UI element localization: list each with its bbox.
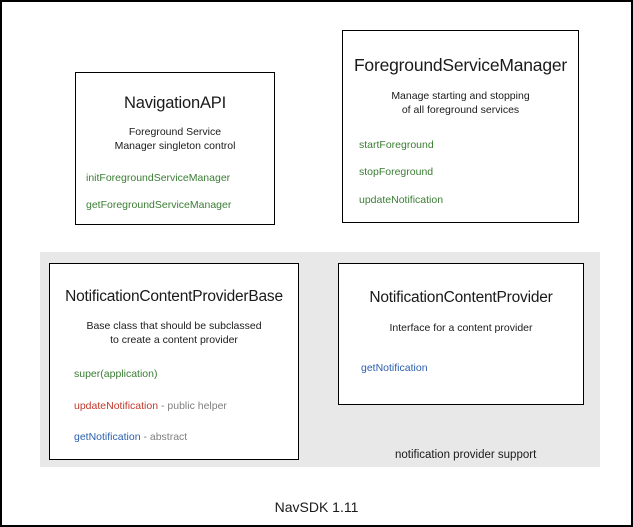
class-desc-line-1: Interface for a content provider — [389, 322, 533, 335]
member-list-notification-content-provider: getNotification — [339, 363, 583, 374]
member-name: getNotification — [74, 431, 141, 444]
class-desc-line-2: Manager singleton control — [114, 140, 236, 153]
class-desc-foreground-service-manager: Manage starting and stopping of all fore… — [343, 89, 578, 117]
member-item: updateNotification - public helper — [74, 401, 298, 412]
diagram-footer-version: NavSDK 1.11 — [274, 499, 359, 515]
member-name: startForeground — [359, 138, 434, 151]
member-item: getNotification — [361, 363, 583, 374]
class-box-notification-content-provider: NotificationContentProvider Interface fo… — [338, 263, 584, 405]
class-desc-navigation-api: Foreground Service Manager singleton con… — [76, 125, 274, 153]
member-list-navigation-api: initForegroundServiceManager getForegrou… — [76, 173, 274, 210]
group-panel-label: notification provider support — [395, 449, 537, 461]
member-item: stopForeground — [359, 167, 578, 178]
class-desc-line-2: to create a content provider — [110, 334, 238, 347]
class-box-notification-content-provider-base: NotificationContentProviderBase Base cla… — [49, 263, 299, 460]
member-item: super(application) — [74, 369, 298, 380]
member-name: getForegroundServiceManager — [86, 198, 232, 211]
member-item: startForeground — [359, 138, 578, 151]
class-title-foreground-service-manager: ForegroundServiceManager — [353, 55, 568, 75]
class-title-navigation-api: NavigationAPI — [124, 94, 226, 112]
class-desc-notification-content-provider: Interface for a content provider — [339, 321, 583, 335]
member-name: getNotification — [361, 362, 428, 375]
class-desc-line-1: Foreground Service — [128, 126, 222, 139]
class-box-foreground-service-manager: ForegroundServiceManager Manage starting… — [342, 30, 579, 223]
member-name: updateNotification — [74, 399, 159, 412]
member-name: stopForeground — [359, 166, 434, 179]
member-name: initForegroundServiceManager — [86, 172, 231, 185]
class-title-notification-content-provider-base: NotificationContentProviderBase — [65, 288, 283, 305]
member-note: - abstract — [140, 431, 188, 444]
class-box-navigation-api: NavigationAPI Foreground Service Manager… — [75, 72, 275, 225]
member-note: - public helper — [158, 399, 227, 412]
class-desc-notification-content-provider-base: Base class that should be subclassed to … — [50, 319, 298, 347]
member-item: getForegroundServiceManager — [86, 200, 274, 211]
class-desc-line-1: Base class that should be subclassed — [86, 320, 262, 333]
class-desc-line-2: of all foreground services — [401, 104, 520, 117]
member-name: updateNotification — [359, 193, 444, 206]
member-item: updateNotification — [359, 193, 578, 206]
member-list-notification-content-provider-base: super(application) updateNotification - … — [50, 369, 298, 443]
member-name: super(application) — [74, 368, 158, 381]
member-list-foreground-service-manager: startForeground stopForeground updateNot… — [343, 138, 578, 206]
member-item: initForegroundServiceManager — [86, 173, 274, 184]
member-item: getNotification - abstract — [74, 432, 298, 443]
class-title-notification-content-provider: NotificationContentProvider — [369, 289, 553, 306]
class-desc-line-1: Manage starting and stopping — [391, 90, 530, 103]
